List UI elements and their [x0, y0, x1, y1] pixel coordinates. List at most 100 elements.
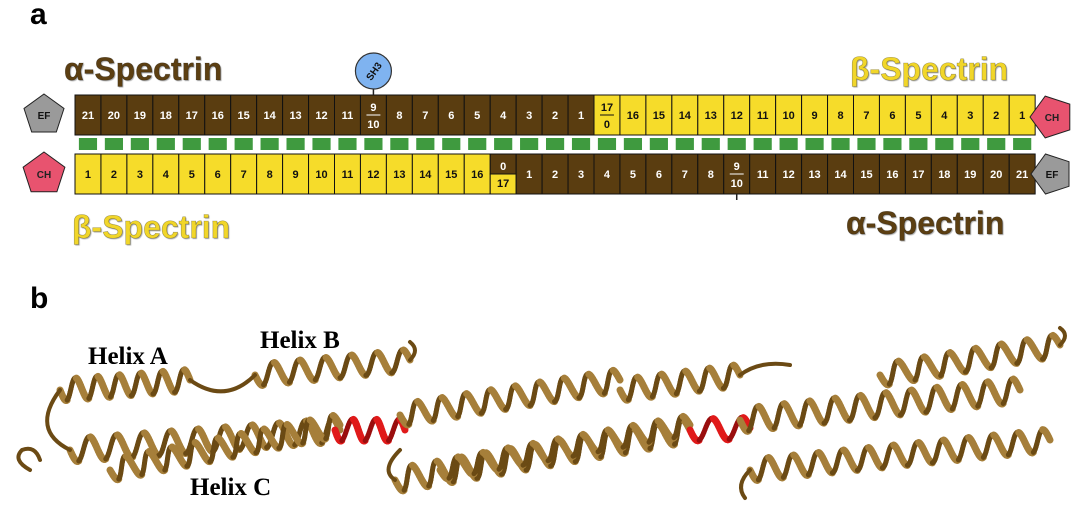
- repeat-label: 14: [834, 169, 847, 181]
- linker-segment: [623, 138, 643, 150]
- bottom-strand-repeat: 017: [489, 153, 517, 195]
- repeat-label: 3: [526, 110, 532, 122]
- linker-segment: [494, 138, 513, 150]
- linker-segment: [260, 138, 279, 150]
- repeat3-loop: [738, 361, 792, 377]
- bottom-strand-repeat: 2: [100, 153, 128, 195]
- repeat-label: 5: [474, 110, 480, 122]
- repeat-label: 13: [705, 110, 717, 122]
- repeat-label: 4: [941, 110, 948, 122]
- repeat-label: 3: [137, 169, 143, 181]
- sh3-domain-top: SH3: [354, 52, 393, 95]
- repeat-label: 5: [189, 169, 195, 181]
- repeat2-helix-a: [396, 366, 624, 429]
- top-strand-repeat: 20: [100, 94, 128, 136]
- bottom-strand-repeat: 2: [541, 153, 569, 195]
- repeat-label: 1: [526, 169, 532, 181]
- top-strand-repeat: 5: [463, 94, 491, 136]
- linker-segment: [182, 138, 201, 150]
- panel-label-b: b: [30, 282, 49, 315]
- ef-domain-bottom: EF: [1030, 153, 1070, 195]
- repeat-label: 5: [915, 110, 921, 122]
- repeat-label: 5: [630, 169, 636, 181]
- top-strand-repeat: 16: [204, 94, 232, 136]
- top-strand-repeat: 11: [749, 94, 777, 136]
- repeat-label: 3: [967, 110, 973, 122]
- repeat-label: 8: [837, 110, 843, 122]
- top-strand-repeat: 1: [567, 94, 595, 136]
- linker-segment: [364, 138, 383, 150]
- bottom-strand-repeat: 7: [671, 153, 699, 195]
- repeat-label: 12: [783, 169, 795, 181]
- linker-segment: [545, 138, 565, 150]
- repeat-label: 18: [938, 169, 950, 181]
- repeat-label: 14: [679, 110, 692, 122]
- repeat-label: 17: [601, 102, 613, 114]
- repeat-label: 1: [578, 110, 584, 122]
- top-strand-repeat: 3: [515, 94, 543, 136]
- ch-domain-top-label: CH: [1045, 113, 1059, 124]
- repeat-label: 6: [215, 169, 221, 181]
- linker-segment: [208, 138, 227, 150]
- repeat-label: 12: [315, 110, 327, 122]
- repeat3-c-terminus: [1058, 326, 1067, 347]
- repeat-sublabel: 10: [731, 178, 743, 190]
- repeat-label: 18: [160, 110, 172, 122]
- repeat-label: 15: [860, 169, 872, 181]
- panel-label-a: a: [30, 0, 47, 31]
- linker-segment: [571, 138, 591, 150]
- top-strand-repeat: 12: [308, 94, 335, 136]
- bottom-strand-repeat: 17: [904, 153, 932, 195]
- repeat-label: 2: [552, 169, 558, 181]
- top-strand-repeat: 15: [230, 94, 258, 136]
- bottom-strand-repeat: 18: [930, 153, 958, 195]
- bottom-strand-repeat: 16: [463, 153, 491, 195]
- repeat1-n-terminus: [45, 388, 72, 452]
- repeat-label: 17: [186, 110, 198, 122]
- linker-helix-1: [331, 415, 409, 445]
- repeat-label: 1: [85, 169, 91, 181]
- repeat-sublabel: 17: [497, 178, 509, 190]
- linker-segment: [883, 138, 902, 150]
- linker-segment: [831, 138, 850, 150]
- repeat2-helix-c-lower: [436, 412, 694, 483]
- linker-segment: [857, 138, 876, 150]
- repeat-label: 20: [990, 169, 1002, 181]
- helix-c-label: Helix C: [190, 474, 272, 501]
- ef-domain-top-label: EF: [38, 111, 51, 122]
- alpha-spectrin-title-top: α-Spectrin: [64, 51, 223, 87]
- bottom-strand-repeat: 5: [619, 153, 647, 195]
- linker-segment: [701, 138, 720, 150]
- repeat-label: 11: [342, 169, 354, 181]
- bottom-strand-repeat: 4: [152, 153, 180, 195]
- linker-segment: [286, 138, 305, 150]
- repeat-label: 15: [445, 169, 457, 181]
- top-strand-repeat: 17: [178, 94, 206, 136]
- repeat-label: 17: [912, 169, 924, 181]
- repeat-label: 13: [289, 110, 301, 122]
- linker-segment: [597, 138, 617, 150]
- repeat-sublabel: 10: [367, 119, 379, 131]
- bottom-strand-repeat: 15: [853, 153, 880, 195]
- top-strand-repeat: 4: [489, 94, 517, 136]
- repeat-label: 10: [783, 110, 795, 122]
- linker-segment: [779, 138, 798, 150]
- bottom-strand-repeat: 14: [827, 153, 854, 195]
- repeat-label: 13: [808, 169, 820, 181]
- bottom-strand-repeat: 3: [126, 153, 154, 195]
- bottom-strand-repeat: 20: [982, 153, 1010, 195]
- top-strand-repeat: 2: [541, 94, 569, 136]
- repeat-label: 8: [396, 110, 402, 122]
- repeat-label: 11: [757, 110, 769, 122]
- bottom-strand-repeat: 11: [334, 153, 361, 195]
- top-strand-repeat: 18: [152, 94, 180, 136]
- top-strand-repeat: 14: [671, 94, 699, 136]
- repeat3-tail: [739, 468, 752, 500]
- repeat-label: 3: [578, 169, 584, 181]
- repeat-label: 6: [656, 169, 662, 181]
- repeat3-helix-b: [876, 331, 1064, 389]
- linker-segment: [987, 138, 1006, 150]
